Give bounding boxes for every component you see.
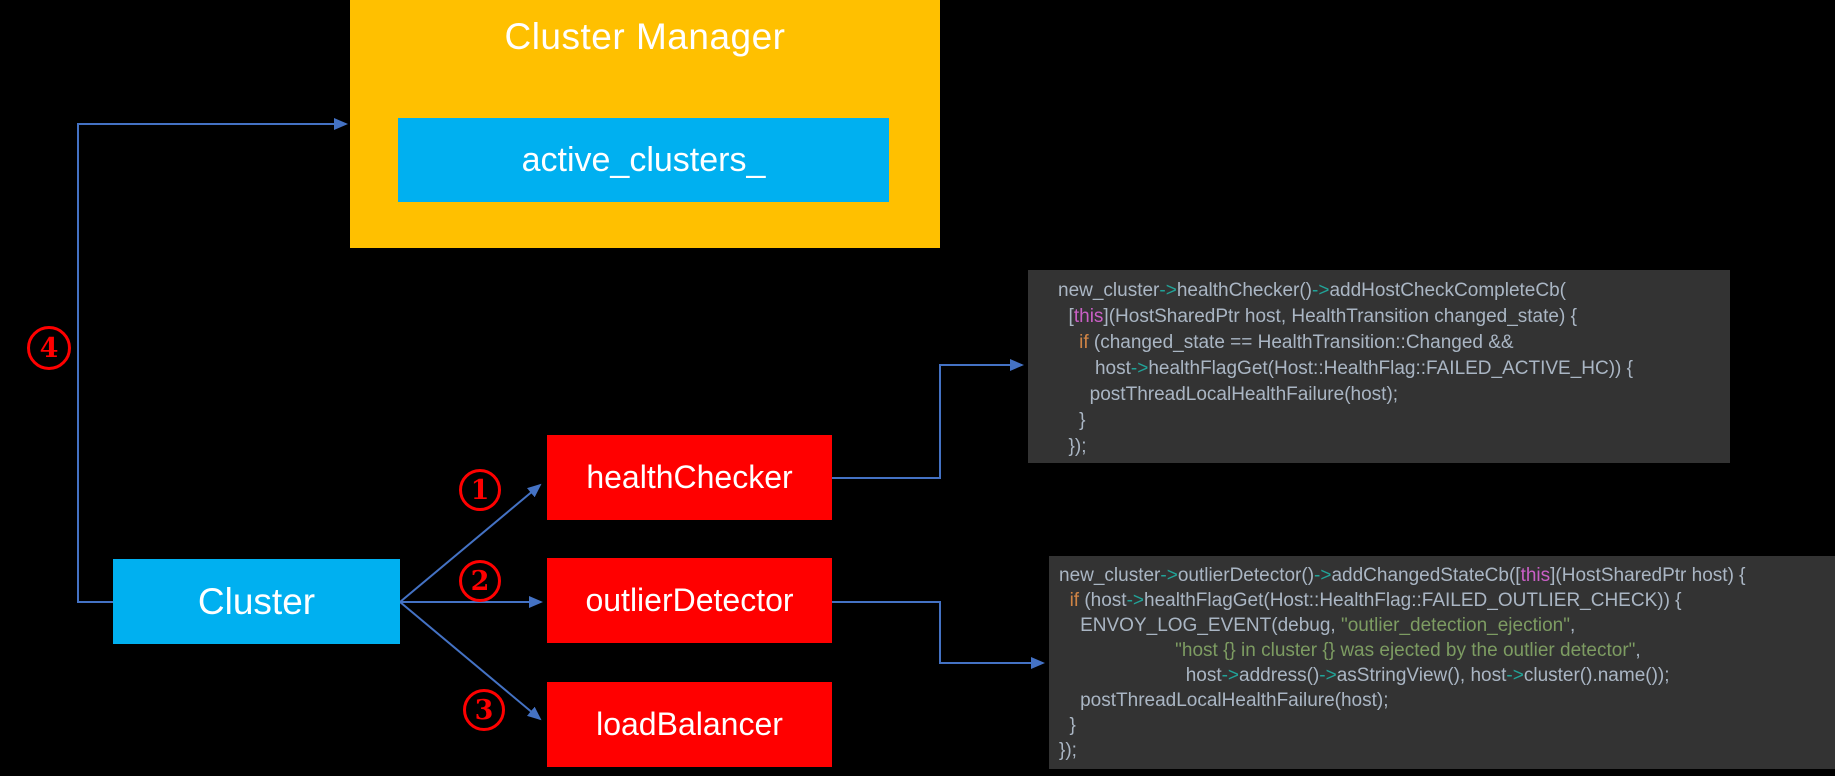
cluster-label: Cluster bbox=[197, 580, 316, 622]
code-snippet-healthchecker: new_cluster->healthChecker()->addHostChe… bbox=[1028, 270, 1730, 463]
code-line: host->address()->asStringView(), host->c… bbox=[1059, 665, 1670, 686]
step-4-number: 4 bbox=[39, 332, 59, 364]
cluster-manager-title: Cluster Manager bbox=[504, 16, 786, 57]
step-marker-2: 2 bbox=[459, 560, 501, 602]
code-line: new_cluster->outlierDetector()->addChang… bbox=[1059, 565, 1746, 586]
code-line: postThreadLocalHealthFailure(host); bbox=[1059, 690, 1389, 711]
code-line: [this](HostSharedPtr host, HealthTransit… bbox=[1058, 306, 1577, 327]
step-marker-4: 4 bbox=[27, 326, 71, 370]
step-marker-1: 1 bbox=[459, 469, 501, 511]
code-line: "host {} in cluster {} was ejected by th… bbox=[1175, 640, 1641, 661]
active-clusters-box: active_clusters_ bbox=[398, 118, 889, 202]
code-line: }); bbox=[1059, 740, 1077, 761]
cluster-box: Cluster bbox=[113, 559, 400, 644]
code-line: if (host->healthFlagGet(Host::HealthFlag… bbox=[1069, 590, 1682, 611]
step-3-number: 3 bbox=[474, 694, 494, 726]
component-box-loadbalancer: loadBalancer bbox=[547, 682, 832, 767]
code-line: postThreadLocalHealthFailure(host); bbox=[1058, 384, 1399, 405]
code-line: } bbox=[1058, 410, 1086, 431]
code-snippet-outlierdetector: new_cluster->outlierDetector()->addChang… bbox=[1049, 556, 1835, 769]
code-line: host->healthFlagGet(Host::HealthFlag::FA… bbox=[1058, 358, 1634, 379]
step-2-number: 2 bbox=[470, 565, 490, 597]
loadbalancer-label: loadBalancer bbox=[596, 706, 783, 742]
outlierdetector-label: outlierDetector bbox=[585, 582, 794, 618]
component-box-healthchecker: healthChecker bbox=[547, 435, 832, 520]
code-line: ENVOY_LOG_EVENT(debug, "outlier_detectio… bbox=[1059, 615, 1576, 636]
active-clusters-label: active_clusters_ bbox=[521, 140, 766, 179]
code-line: }); bbox=[1058, 436, 1087, 457]
component-box-outlierdetector: outlierDetector bbox=[547, 558, 832, 643]
healthchecker-label: healthChecker bbox=[586, 459, 793, 495]
arrow-healthchecker-to-code bbox=[832, 359, 1024, 479]
step-marker-3: 3 bbox=[463, 689, 505, 731]
arrow-outlierdetector-to-code bbox=[832, 601, 1045, 669]
arrow-cluster-to-manager bbox=[77, 118, 348, 603]
code-line: if (changed_state == HealthTransition::C… bbox=[1079, 332, 1514, 353]
step-1-number: 1 bbox=[470, 474, 490, 506]
code-line: } bbox=[1059, 715, 1076, 736]
cluster-manager-box: Cluster Manager active_clusters_ bbox=[350, 0, 940, 248]
code-line: new_cluster->healthChecker()->addHostChe… bbox=[1058, 280, 1566, 301]
